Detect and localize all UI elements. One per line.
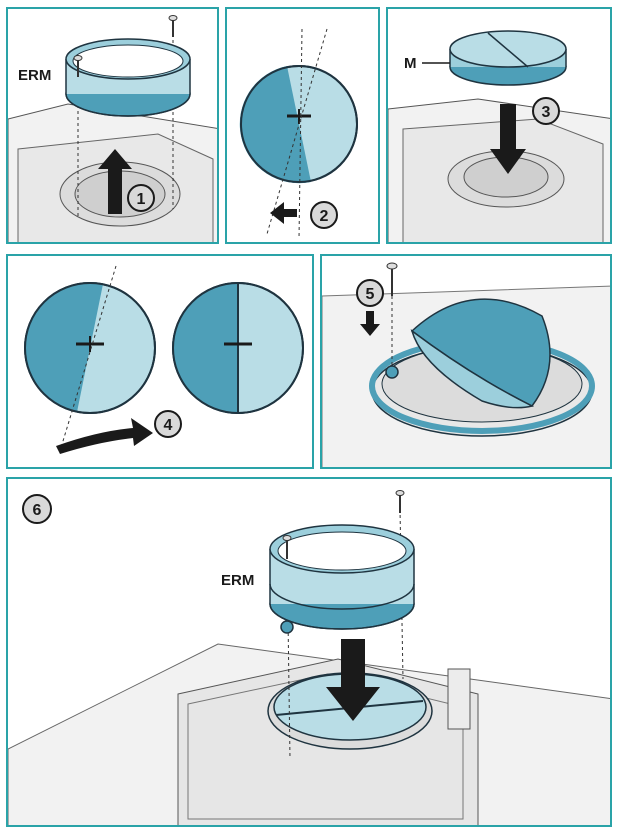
svg-text:2: 2 bbox=[320, 208, 329, 225]
damper-disc-rotating bbox=[24, 282, 156, 414]
step-badge-4: 4 bbox=[154, 410, 182, 438]
arrow-down-icon bbox=[326, 639, 380, 721]
step-badge-5: 5 bbox=[356, 279, 384, 307]
arrow-up-icon bbox=[98, 149, 132, 214]
svg-text:1: 1 bbox=[137, 191, 146, 208]
erm-label: ERM bbox=[18, 67, 51, 84]
damper-installed bbox=[369, 298, 595, 437]
svg-text:6: 6 bbox=[33, 502, 42, 519]
damper-m bbox=[449, 30, 567, 86]
step-badge-3: 3 bbox=[532, 97, 560, 125]
screw-icon bbox=[386, 262, 398, 296]
screw-icon bbox=[395, 490, 405, 513]
screw-icon bbox=[73, 55, 83, 77]
step-badge-6: 6 bbox=[22, 494, 52, 524]
panel-step-2: 2 bbox=[225, 7, 380, 244]
panel-step-6: ERM 6 bbox=[6, 477, 612, 827]
panel-step-4: 4 bbox=[6, 254, 314, 469]
arrow-down-icon bbox=[490, 104, 526, 174]
damper-disc bbox=[239, 65, 358, 184]
step-badge-2: 2 bbox=[310, 201, 338, 229]
svg-text:3: 3 bbox=[542, 104, 551, 121]
panel-step-1: ERM 1 bbox=[6, 7, 219, 244]
erm-label: ERM bbox=[221, 572, 254, 589]
damper-disc-aligned bbox=[172, 282, 304, 414]
svg-text:4: 4 bbox=[164, 417, 173, 434]
panel-step-3: M 3 bbox=[386, 7, 612, 244]
arrow-curved-icon bbox=[56, 418, 153, 454]
panel-step-5: 5 bbox=[320, 254, 612, 469]
erm-ring bbox=[269, 524, 415, 634]
svg-text:5: 5 bbox=[366, 286, 375, 303]
erm-ring bbox=[65, 38, 191, 117]
m-label: M bbox=[404, 55, 417, 72]
arrow-left-icon bbox=[270, 202, 297, 224]
screw-icon bbox=[282, 535, 292, 559]
step-badge-1: 1 bbox=[127, 184, 155, 212]
arrow-down-icon bbox=[360, 311, 380, 336]
screw-icon bbox=[168, 15, 178, 37]
